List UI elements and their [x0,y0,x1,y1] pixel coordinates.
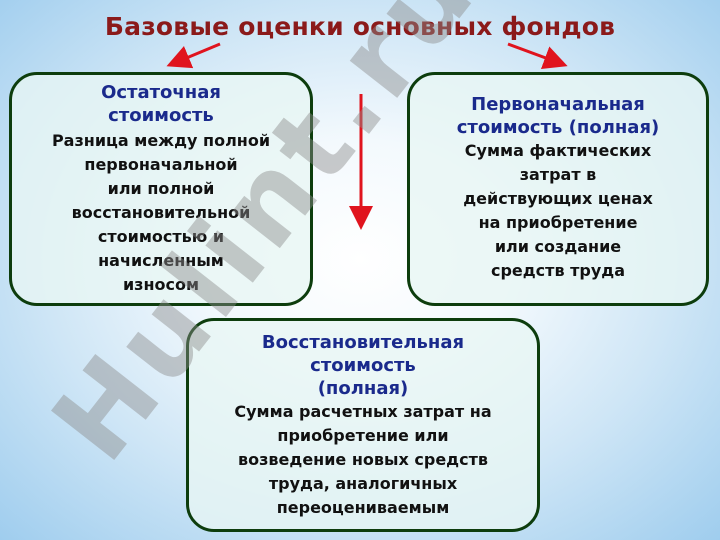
residual-value-box: Остаточная стоимость Разница между полно… [9,72,313,306]
page-title: Базовые оценки основных фондов [104,12,616,41]
residual-value-heading: Остаточная стоимость [101,82,221,126]
replacement-value-box: Восстановительная стоимость (полная) Сум… [186,318,540,532]
initial-value-heading: Первоначальная стоимость (полная) [456,94,660,138]
arrow-to-residual [166,42,221,69]
residual-value-text: Разница между полной первоначальной или … [51,131,271,294]
arrow-to-initial [507,42,568,70]
replacement-value-text: Сумма расчетных затрат на приобретение и… [234,402,492,517]
replacement-value-heading: Восстановительная стоимость (полная) [261,332,465,399]
initial-value-text: Сумма фактических затрат в действующих ц… [463,141,653,280]
initial-value-box: Первоначальная стоимость (полная) Сумма … [407,72,709,306]
